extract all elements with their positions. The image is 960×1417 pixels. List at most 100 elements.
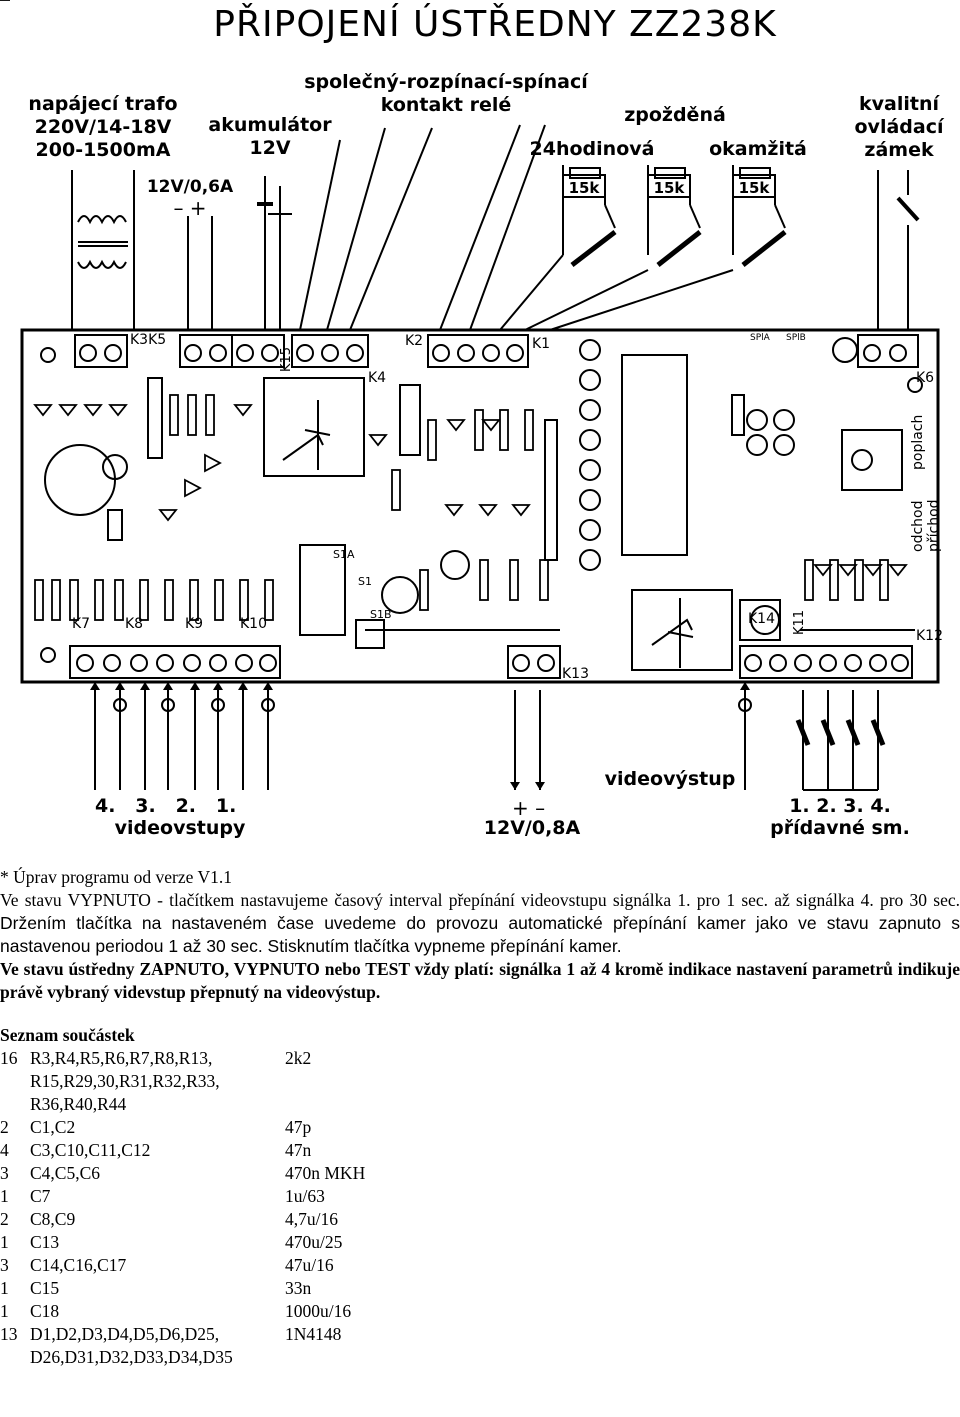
parts-value: 1000u/16 <box>285 1301 352 1321</box>
parts-name: C13 <box>30 1232 60 1252</box>
parts-name: R36,R40,R44 <box>30 1094 127 1114</box>
trafo-label-2: 220V/14-18V <box>35 116 172 138</box>
parts-qty <box>0 1346 30 1369</box>
zamek-label-1: kvalitní <box>859 93 940 115</box>
parts-qty: 4 <box>0 1140 9 1160</box>
parts-value: 1u/63 <box>285 1186 325 1206</box>
parts-name: D26,D31,D32,D33,D34,D35 <box>30 1347 233 1367</box>
parts-name: C1,C2 <box>30 1117 76 1137</box>
note-line-1: * Úprav programu od verze V1.1 <box>0 867 232 887</box>
label-k12: K12 <box>916 628 943 644</box>
label-k10: K10 <box>240 616 267 632</box>
parts-value: 2k2 <box>285 1048 312 1068</box>
label-k8: K8 <box>125 616 143 632</box>
parts-value: 470u/25 <box>285 1232 343 1252</box>
parts-row: 1 C7 1u/63 <box>0 1185 960 1208</box>
parts-value <box>285 1093 485 1116</box>
parts-value <box>285 1070 485 1093</box>
supply-bottom-label: 12V/0,8A <box>484 817 581 839</box>
parts-value: 1N4148 <box>285 1324 342 1344</box>
terminals-top <box>74 334 919 368</box>
okamzita-label: okamžitá <box>709 138 807 160</box>
label-splb: SPlB <box>786 333 806 343</box>
parts-row: 4 C3,C10,C11,C12 47n <box>0 1139 960 1162</box>
parts-name: R15,R29,30,R31,R32,R33, <box>30 1071 220 1091</box>
parts-value: 47n <box>285 1140 312 1160</box>
resistor-label-2: 15k <box>654 179 686 197</box>
parts-row: R15,R29,30,R31,R32,R33, <box>0 1070 960 1093</box>
label-k15: K15 <box>279 347 294 372</box>
parts-name: C3,C10,C11,C12 <box>30 1140 151 1160</box>
trafo-label-3: 200-1500mA <box>36 139 171 161</box>
parts-value: 4,7u/16 <box>285 1209 338 1229</box>
parts-value: 47u/16 <box>285 1255 334 1275</box>
connector-labels: K3K5 K15 K2 K1 K4 K6 K7 K8 K9 K10 K13 K1… <box>72 332 943 682</box>
label-k6: K6 <box>916 370 934 386</box>
label-k11: K11 <box>792 610 807 635</box>
parts-row: 3 C14,C16,C17 47u/16 <box>0 1254 960 1277</box>
parts-value: 33n <box>285 1278 312 1298</box>
wires-bottom <box>94 690 886 791</box>
label-prichod: příchod <box>926 499 942 552</box>
wiring-diagram: PŘIPOJENÍ ÚSTŘEDNY ZZ238K napájecí trafo… <box>0 0 945 839</box>
pcb-board <box>20 328 940 684</box>
parts-qty: 1 <box>0 1301 9 1321</box>
parts-value: 470n MKH <box>285 1163 366 1183</box>
terminals-bottom <box>69 645 913 679</box>
note-paragraph: Ve stavu VYPNUTO - tlačítkem nastavujeme… <box>0 889 960 958</box>
parts-row: D26,D31,D32,D33,D34,D35 <box>0 1346 960 1369</box>
label-k13: K13 <box>562 666 589 682</box>
trafo-label-1: napájecí trafo <box>28 93 177 115</box>
parts-value: 47p <box>285 1117 312 1137</box>
page-title: PŘIPOJENÍ ÚSTŘEDNY ZZ238K <box>213 3 777 45</box>
hodinova-label: 24hodinová <box>530 138 655 160</box>
zamek-label-3: zámek <box>864 139 934 161</box>
label-k1: K1 <box>532 336 550 352</box>
parts-qty <box>0 1070 30 1093</box>
parts-qty: 16 <box>0 1048 18 1068</box>
label-k14: K14 <box>748 611 775 627</box>
zamek-label-2: ovládací <box>855 116 945 138</box>
resistor-label-3: 15k <box>739 179 771 197</box>
parts-name: C14,C16,C17 <box>30 1255 127 1275</box>
parts-row: R36,R40,R44 <box>0 1093 960 1116</box>
svg-text:– +: – + <box>173 196 206 220</box>
resistors-15k <box>562 167 776 198</box>
pridavne-nums: 1. 2. 3. 4. <box>789 795 891 817</box>
rele-label-2: kontakt relé <box>381 94 512 116</box>
note-bold: Ve stavu ústředny ZAPNUTO, VYPNUTO nebo … <box>0 959 960 1002</box>
parts-qty <box>0 1093 30 1116</box>
label-s1b: S1B <box>370 608 392 621</box>
akumulator-label-1: akumulátor <box>208 114 332 136</box>
label-spla: SPlA <box>750 333 771 343</box>
label-k7: K7 <box>72 616 90 632</box>
wires-top <box>71 124 920 331</box>
parts-qty: 3 <box>0 1163 9 1183</box>
parts-qty: 1 <box>0 1278 9 1298</box>
parts-qty: 3 <box>0 1255 9 1275</box>
label-s1: S1 <box>358 575 372 588</box>
parts-qty: 1 <box>0 1186 9 1206</box>
zpozdena-label: zpožděná <box>624 104 726 126</box>
parts-name: C7 <box>30 1186 51 1206</box>
parts-title: Seznam součástek <box>0 1025 135 1045</box>
rele-label-1: společný-rozpínací-spínací <box>304 71 589 93</box>
pcb-components <box>40 337 923 671</box>
label-odchod: odchod <box>910 501 926 552</box>
parts-value <box>285 1346 485 1369</box>
akumulator-label-2: 12V <box>249 137 290 159</box>
label-k2: K2 <box>405 333 423 349</box>
note-paragraph-a: Ve stavu VYPNUTO - tlačítkem nastavujeme… <box>0 890 960 910</box>
label-k4: K4 <box>368 370 386 386</box>
note-paragraph-b: Držením tlačítka na nastaveném čase uved… <box>0 913 960 956</box>
parts-name: D1,D2,D3,D4,D5,D6,D25, <box>30 1324 220 1344</box>
label-poplach: poplach <box>910 415 926 470</box>
